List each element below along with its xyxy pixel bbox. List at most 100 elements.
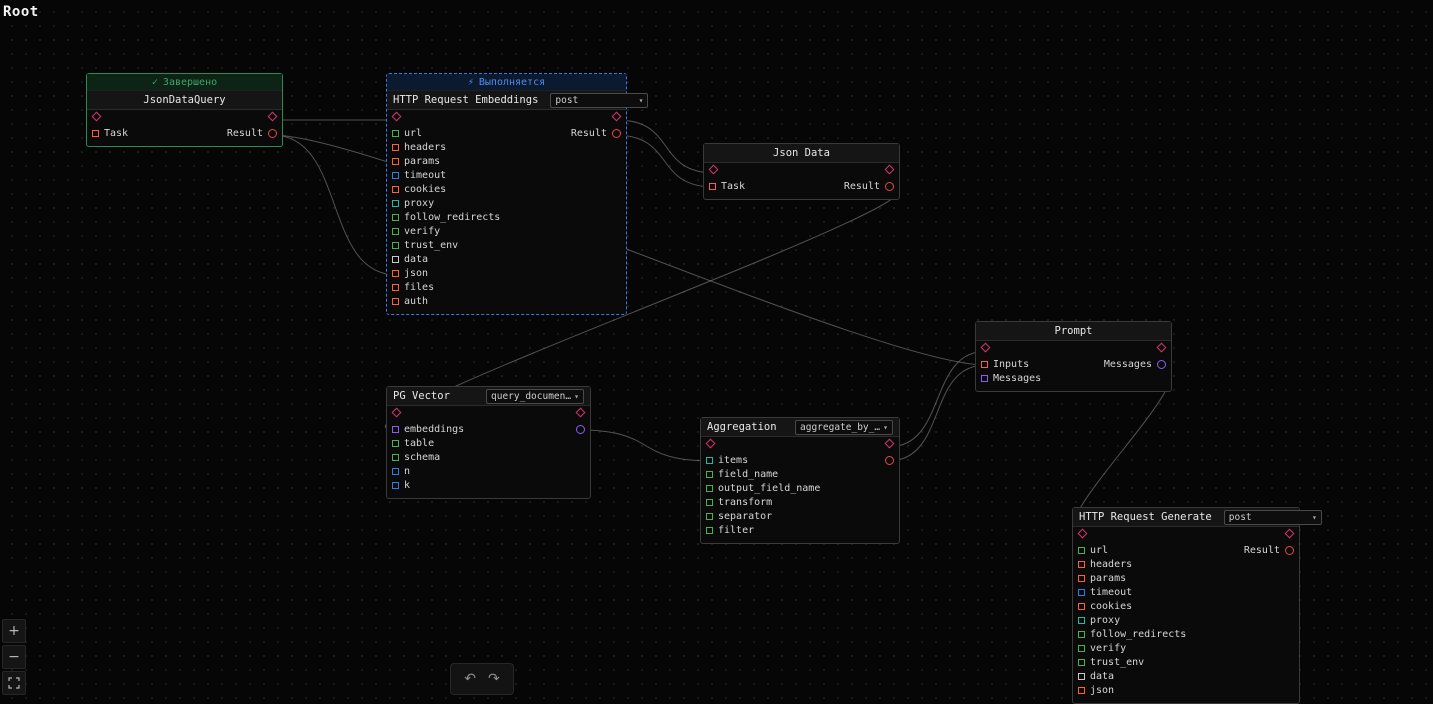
input-port-square[interactable] — [706, 499, 713, 506]
flow-out-port[interactable] — [885, 165, 895, 175]
flow-in-port[interactable] — [92, 112, 102, 122]
input-row-files: files — [387, 280, 626, 294]
dropdown-http-request-generate[interactable]: post▾ — [1224, 510, 1322, 525]
input-port-square[interactable] — [706, 485, 713, 492]
input-port-label: timeout — [404, 170, 446, 181]
dropdown-pg-vector[interactable]: query_documen…▾ — [486, 389, 584, 404]
fit-view-button[interactable] — [2, 671, 26, 695]
input-port-square[interactable] — [392, 440, 399, 447]
input-port-label: follow_redirects — [1090, 629, 1186, 640]
flow-in-port[interactable] — [709, 165, 719, 175]
flow-in-port[interactable] — [1078, 529, 1088, 539]
node-http-request-embeddings[interactable]: ⚡ВыполняетсяHTTP Request Embeddingspost▾… — [386, 73, 627, 315]
flow-out-port[interactable] — [885, 439, 895, 449]
input-port-square[interactable] — [981, 375, 988, 382]
node-title: Json Data — [773, 147, 830, 159]
dropdown-http-request-embeddings[interactable]: post▾ — [550, 93, 648, 108]
input-port-square[interactable] — [392, 200, 399, 207]
flow-in-port[interactable] — [981, 343, 991, 353]
input-port-label: headers — [1090, 559, 1132, 570]
flow-out-port[interactable] — [1157, 343, 1167, 353]
input-port-square[interactable] — [1078, 673, 1085, 680]
chevron-down-icon: ▾ — [883, 423, 888, 432]
flow-out-port[interactable] — [576, 408, 586, 418]
input-port-square[interactable] — [392, 214, 399, 221]
redo-button[interactable]: ↷ — [488, 671, 500, 687]
input-port-square[interactable] — [1078, 589, 1085, 596]
flow-out-port[interactable] — [612, 112, 622, 122]
output-port-circle[interactable] — [885, 456, 894, 465]
output-column — [701, 453, 899, 467]
input-port-square[interactable] — [706, 471, 713, 478]
input-row-timeout: timeout — [1073, 585, 1299, 599]
input-port-square[interactable] — [392, 270, 399, 277]
input-row-trust_env: trust_env — [1073, 655, 1299, 669]
input-port-label: json — [1090, 685, 1114, 696]
zoom-in-button[interactable]: + — [2, 619, 26, 643]
input-port-square[interactable] — [392, 158, 399, 165]
input-port-square[interactable] — [392, 468, 399, 475]
node-prompt[interactable]: PromptInputsMessagesMessages — [975, 321, 1172, 392]
input-port-square[interactable] — [1078, 561, 1085, 568]
node-pg-vector[interactable]: PG Vectorquery_documen…▾embeddingstables… — [386, 386, 591, 499]
input-port-square[interactable] — [392, 256, 399, 263]
input-port-square[interactable] — [1078, 617, 1085, 624]
input-row-output_field_name: output_field_name — [701, 481, 899, 495]
dropdown-aggregation[interactable]: aggregate_by_…▾ — [795, 420, 893, 435]
input-port-square[interactable] — [392, 242, 399, 249]
node-status-label: Выполняется — [479, 77, 545, 88]
input-port-square[interactable] — [392, 186, 399, 193]
input-port-square[interactable] — [392, 454, 399, 461]
output-port-circle[interactable] — [576, 425, 585, 434]
input-port-square[interactable] — [706, 527, 713, 534]
node-json-data[interactable]: Json DataTaskResult — [703, 143, 900, 200]
input-port-square[interactable] — [392, 482, 399, 489]
input-port-square[interactable] — [1078, 631, 1085, 638]
input-port-square[interactable] — [392, 298, 399, 305]
input-port-label: k — [404, 480, 410, 491]
output-port-circle[interactable] — [1157, 360, 1166, 369]
input-port-label: transform — [718, 497, 772, 508]
flow-in-port[interactable] — [392, 112, 402, 122]
output-row: Result — [704, 179, 899, 193]
node-json-data-query[interactable]: ✓ЗавершеноJsonDataQueryTaskResult — [86, 73, 283, 147]
port-list: itemsfield_nameoutput_field_nametransfor… — [701, 453, 899, 543]
input-port-square[interactable] — [392, 172, 399, 179]
output-port-circle[interactable] — [268, 129, 277, 138]
input-port-label: output_field_name — [718, 483, 820, 494]
output-port-circle[interactable] — [1285, 546, 1294, 555]
flow-out-port[interactable] — [268, 112, 278, 122]
input-port-square[interactable] — [1078, 645, 1085, 652]
input-row-k: k — [387, 478, 590, 492]
node-aggregation[interactable]: Aggregationaggregate_by_…▾itemsfield_nam… — [700, 417, 900, 544]
dropdown-value: query_documen… — [491, 391, 571, 402]
input-port-square[interactable] — [1078, 603, 1085, 610]
flow-in-port[interactable] — [706, 439, 716, 449]
output-port-circle[interactable] — [885, 182, 894, 191]
input-port-square[interactable] — [1078, 575, 1085, 582]
input-port-square[interactable] — [1078, 687, 1085, 694]
output-row: Result — [87, 126, 282, 140]
plus-icon: + — [8, 623, 20, 639]
input-port-label: n — [404, 466, 410, 477]
node-titlebar: Json Data — [704, 144, 899, 163]
output-port-label: Result — [571, 128, 607, 139]
minus-icon: − — [8, 649, 20, 665]
input-port-square[interactable] — [1078, 659, 1085, 666]
chevron-down-icon: ▾ — [574, 392, 579, 401]
input-row-follow_redirects: follow_redirects — [1073, 627, 1299, 641]
output-port-label: Result — [227, 128, 263, 139]
input-port-square[interactable] — [706, 513, 713, 520]
undo-button[interactable]: ↶ — [464, 671, 476, 687]
input-row-n: n — [387, 464, 590, 478]
input-port-square[interactable] — [392, 144, 399, 151]
zoom-out-button[interactable]: − — [2, 645, 26, 669]
flow-out-port[interactable] — [1285, 529, 1295, 539]
node-http-request-generate[interactable]: HTTP Request Generatepost▾urlheaderspara… — [1072, 507, 1300, 704]
flow-in-port[interactable] — [392, 408, 402, 418]
input-row-params: params — [1073, 571, 1299, 585]
output-port-circle[interactable] — [612, 129, 621, 138]
input-port-square[interactable] — [392, 284, 399, 291]
input-port-square[interactable] — [392, 228, 399, 235]
